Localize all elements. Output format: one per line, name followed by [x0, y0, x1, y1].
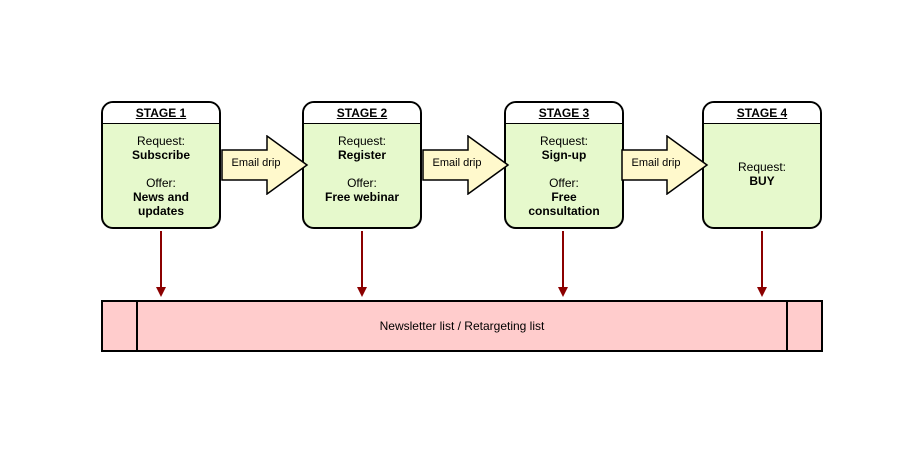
arrow-label: Email drip: [231, 157, 281, 169]
stage-title: STAGE 1: [103, 103, 219, 124]
arrow-label: Email drip: [432, 157, 482, 169]
request-value: Register: [337, 148, 387, 162]
offer-label: Offer:: [146, 176, 176, 190]
stage-title: STAGE 3: [506, 103, 622, 124]
offer-label: Offer:: [549, 176, 579, 190]
list-left-divider: [136, 302, 138, 350]
stage-body: Request: BUY: [704, 124, 820, 188]
stage-2-box: STAGE 2 Request: Register Offer: Free we…: [302, 101, 422, 229]
newsletter-retargeting-list: Newsletter list / Retargeting list: [101, 300, 823, 352]
email-drip-arrow-1: Email drip: [221, 135, 309, 195]
request-label: Request:: [539, 134, 589, 148]
request-value: BUY: [749, 174, 775, 188]
request-label: Request:: [737, 160, 787, 174]
stage-body: Request: Sign-up Offer: Free consultatio…: [506, 124, 622, 218]
list-right-divider: [786, 302, 788, 350]
offer-value-line-1: Free: [551, 190, 577, 204]
stage-title: STAGE 4: [704, 103, 820, 124]
offer-value-line-2: updates: [137, 204, 184, 218]
email-drip-arrow-2: Email drip: [422, 135, 510, 195]
offer-value-line-2: consultation: [528, 204, 600, 218]
offer-label: Offer:: [347, 176, 377, 190]
list-label: Newsletter list / Retargeting list: [379, 319, 545, 333]
request-value: Sign-up: [541, 148, 587, 162]
offer-value-line-1: Free webinar: [324, 190, 400, 204]
stage-title: STAGE 2: [304, 103, 420, 124]
stage-1-box: STAGE 1 Request: Subscribe Offer: News a…: [101, 101, 221, 229]
offer-value-line-1: News and: [132, 190, 189, 204]
request-label: Request:: [337, 134, 387, 148]
arrow-label: Email drip: [631, 157, 681, 169]
stage-3-box: STAGE 3 Request: Sign-up Offer: Free con…: [504, 101, 624, 229]
stage-4-box: STAGE 4 Request: BUY: [702, 101, 822, 229]
request-label: Request:: [136, 134, 186, 148]
stage-body: Request: Register Offer: Free webinar: [304, 124, 420, 204]
request-value: Subscribe: [131, 148, 191, 162]
email-drip-arrow-3: Email drip: [621, 135, 709, 195]
stage-body: Request: Subscribe Offer: News and updat…: [103, 124, 219, 218]
